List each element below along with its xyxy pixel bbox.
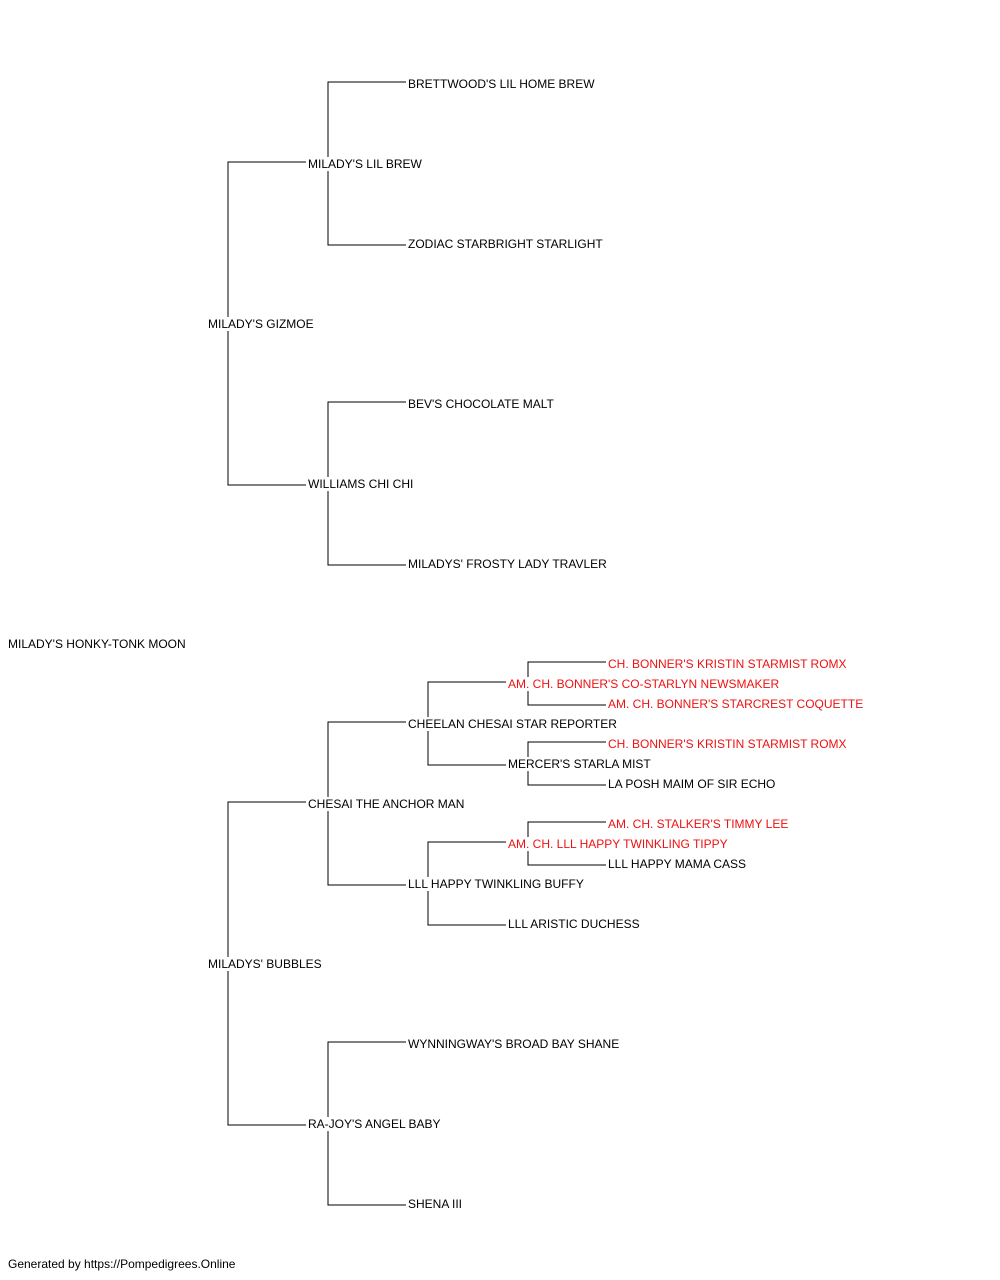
dam-sire-sire-sire-sire: CH. BONNER'S KRISTIN STARMIST ROMX [608,657,849,671]
generator-credit: Generated by https://Pompedigrees.Online [8,1257,236,1271]
dam-sire: CHESAI THE ANCHOR MAN [308,797,467,811]
dam-dam-sire: WYNNINGWAY'S BROAD BAY SHANE [408,1037,622,1051]
sire-sire-dam: ZODIAC STARBRIGHT STARLIGHT [408,237,605,251]
sire-dam-dam: MILADYS' FROSTY LADY TRAVLER [408,557,609,571]
sire: MILADY'S GIZMOE [208,317,316,331]
dam-sire-dam-sire: AM. CH. LLL HAPPY TWINKLING TIPPY [508,837,730,851]
dam-sire-sire-dam: MERCER'S STARLA MIST [508,757,653,771]
dam-sire-dam-dam: LLL ARISTIC DUCHESS [508,917,642,931]
subject-dog: MILADY'S HONKY-TONK MOON [8,637,188,651]
dam-dam: RA-JOY'S ANGEL BABY [308,1117,443,1131]
dam-sire-sire: CHEELAN CHESAI STAR REPORTER [408,717,619,731]
dam-sire-sire-dam-sire: CH. BONNER'S KRISTIN STARMIST ROMX [608,737,849,751]
dam-sire-dam-sire-dam: LLL HAPPY MAMA CASS [608,857,749,871]
dam-sire-dam: LLL HAPPY TWINKLING BUFFY [408,877,586,891]
sire-dam: WILLIAMS CHI CHI [308,477,416,491]
sire-sire: MILADY'S LIL BREW [308,157,424,171]
dam-dam-dam: SHENA III [408,1197,465,1211]
dam-sire-sire-sire-dam: AM. CH. BONNER'S STARCREST COQUETTE [608,697,866,711]
dam-sire-sire-sire: AM. CH. BONNER'S CO-STARLYN NEWSMAKER [508,677,782,691]
dam: MILADYS' BUBBLES [208,957,324,971]
sire-dam-sire: BEV'S CHOCOLATE MALT [408,397,556,411]
dam-sire-sire-dam-dam: LA POSH MAIM OF SIR ECHO [608,777,778,791]
sire-sire-sire: BRETTWOOD'S LIL HOME BREW [408,77,597,91]
dam-sire-dam-sire-sire: AM. CH. STALKER'S TIMMY LEE [608,817,791,831]
